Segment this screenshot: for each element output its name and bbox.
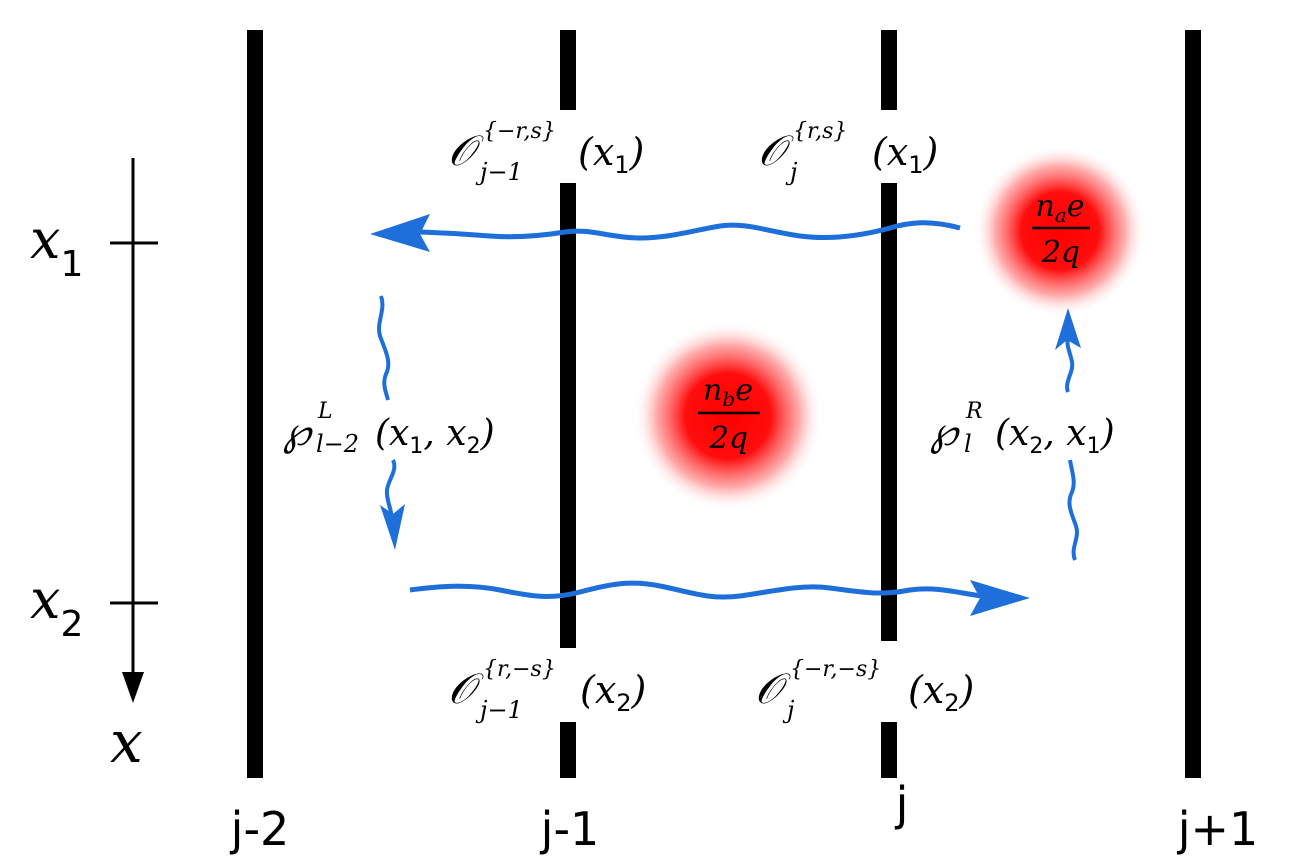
svg-text:{r,−s}: {r,−s} [483,657,556,682]
svg-text:l−2: l−2 [316,430,359,458]
operator-bottom-right: 𝒪 {−r,−s} j (x2) [752,650,1042,724]
left-arrowhead [380,504,405,550]
wire-j-minus-1-mid [560,183,576,648]
svg-text:(x1): (x1) [872,130,938,179]
right-wavy-arrow-upper [1065,337,1075,393]
wire-j-minus-2 [247,30,263,778]
charge-a-label: nae 2q [1032,189,1090,270]
left-wavy-arrow-upper [377,295,391,401]
wire-j-mid [881,183,897,641]
wire-j-bottom [881,722,897,778]
left-wavy-arrow-lower [384,459,397,521]
string-operator-right: ℘ R l (x2, x1) [930,399,1115,459]
wire-label-j-minus-2: j-2 [230,802,290,856]
svg-text:{−r,−s}: {−r,−s} [790,657,881,682]
wire-label-j-minus-1: j-1 [540,802,600,856]
svg-text:nae: nae [1035,189,1084,227]
svg-text:℘: ℘ [283,409,313,455]
wire-label-j-plus-1: j+1 [1177,802,1259,856]
svg-text:l: l [964,430,972,458]
svg-text:℘: ℘ [930,409,960,455]
svg-text:{−r,s}: {−r,s} [483,119,556,144]
svg-text:(x1): (x1) [578,130,644,179]
string-operator-left: ℘ L l−2 (x1, x2) [283,399,495,459]
svg-text:j−1: j−1 [475,696,523,724]
svg-text:(x2): (x2) [580,668,646,717]
svg-text:(x2, x1): (x2, x1) [995,413,1115,459]
top-arrowhead [370,214,430,252]
charge-b-glow [633,321,823,511]
charge-a-glow [974,145,1146,317]
right-wavy-arrow-lower [1067,459,1079,561]
wire-j-top [881,30,897,110]
svg-text:L: L [317,399,333,424]
right-arrowhead [1055,308,1081,350]
svg-text:(x2): (x2) [908,668,974,717]
x2-tick-label: x2 [30,568,83,645]
svg-text:2q: 2q [1041,235,1080,270]
operator-top-right: 𝒪 {r,s} j (x1) [755,112,995,186]
wire-j-plus-1 [1185,30,1201,778]
x1-tick-label: x1 [30,208,83,285]
wire-j-minus-1-bottom [560,722,576,778]
x-axis-label: x [110,708,143,776]
svg-text:nbe: nbe [703,373,753,411]
svg-text:{r,s}: {r,s} [793,119,847,144]
charge-b-label: nbe 2q [698,373,760,456]
wire-j-minus-1-top [560,30,576,110]
operator-top-left: 𝒪 {−r,s} j−1 (x1) [445,112,695,186]
top-wavy-arrow [409,220,961,241]
svg-text:(x1, x2): (x1, x2) [375,413,495,459]
x-axis-arrowhead [122,672,144,703]
svg-text:j−1: j−1 [475,158,523,186]
svg-text:2q: 2q [709,421,748,456]
wire-label-j: j [895,777,909,831]
bottom-wavy-arrow [409,580,991,600]
svg-text:R: R [965,399,983,424]
bottom-arrowhead [970,580,1030,616]
operator-bottom-left: 𝒪 {r,−s} j−1 (x2) [445,650,695,724]
